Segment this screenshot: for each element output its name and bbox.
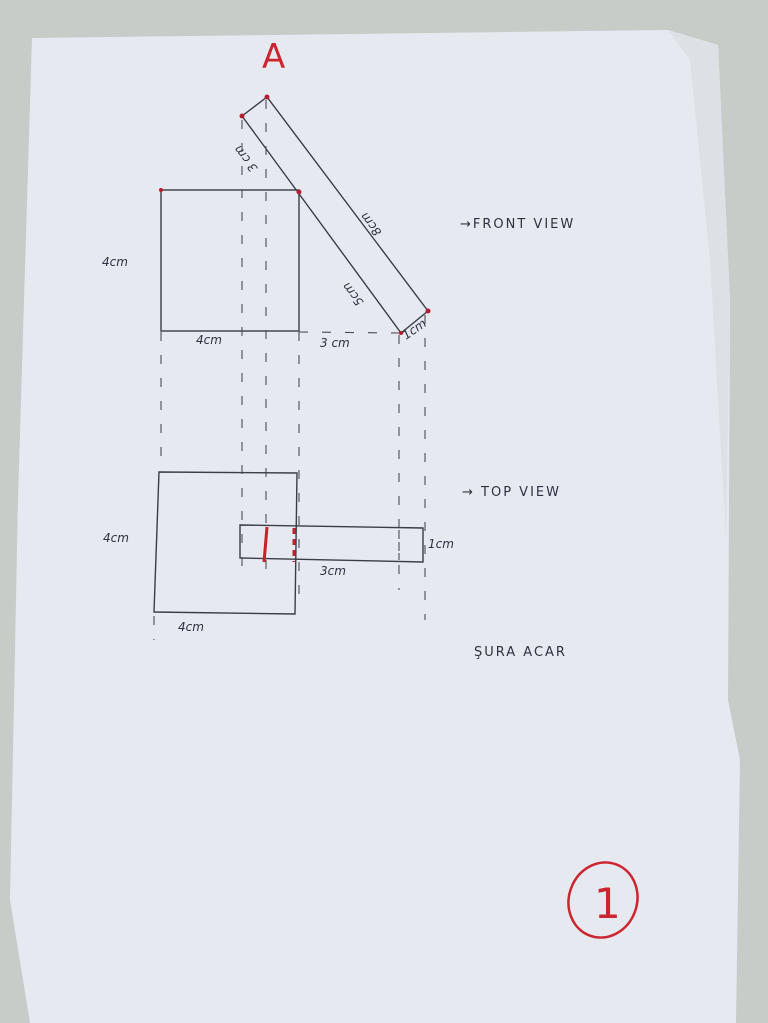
- paper-curl: [668, 30, 730, 540]
- page-number: 1: [594, 879, 621, 928]
- top-square: [153, 471, 298, 615]
- front-view-label: →FRONT VIEW: [460, 217, 575, 232]
- front-offset-label: 3 cm: [320, 336, 350, 350]
- front-height-label: 4cm: [102, 255, 128, 269]
- top-height-label: 4cm: [103, 531, 129, 545]
- bar-length-label: 3cm: [320, 564, 346, 578]
- top-view-label: → TOP VIEW: [462, 485, 561, 500]
- top-bar: [239, 524, 424, 563]
- top-width-label: 4cm: [178, 620, 204, 634]
- front-width-label: 4cm: [196, 333, 222, 347]
- front-square: [160, 189, 300, 332]
- paper-sheet: [10, 30, 740, 1023]
- front-view: 4cm 4cm 3 cm 3 cm 8cm 5cm 1cm →FRONT VIE…: [102, 94, 575, 620]
- bar-width-label: 1cm: [428, 537, 454, 551]
- page-number-circle: [567, 861, 639, 939]
- page-mark: A: [262, 37, 285, 77]
- red-hidden-edge: [262, 526, 269, 563]
- top-view: 4cm 4cm 1cm 3cm → TOP VIEW: [103, 471, 561, 640]
- author-name: ŞURA ACAR: [474, 645, 567, 660]
